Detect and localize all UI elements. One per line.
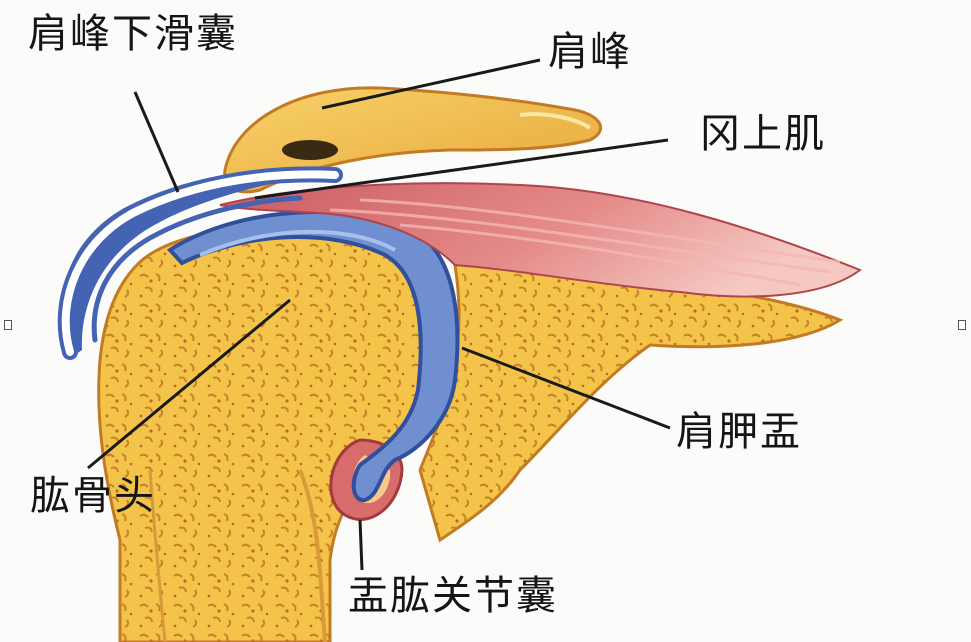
leader-acromion (321, 58, 541, 110)
left-resize-handle[interactable] (4, 320, 12, 330)
leader-subacromial-bursa (133, 91, 180, 193)
label-subacromial-bursa: 肩峰下滑囊 (28, 11, 238, 57)
label-acromion: 肩峰 (548, 29, 632, 75)
right-resize-handle[interactable] (958, 320, 966, 330)
label-supraspinatus: 冈上肌 (700, 111, 826, 157)
leader-supraspinatus (254, 138, 669, 200)
leader-lines (87, 58, 671, 571)
label-glenoid: 肩胛盂 (676, 409, 802, 455)
leader-glenoid (461, 346, 671, 430)
label-joint-capsule: 盂肱关节囊 (348, 573, 558, 619)
leader-joint-capsule (358, 519, 364, 571)
scapula (418, 262, 844, 543)
label-humeral-head: 肱骨头 (30, 473, 156, 519)
leader-humeral-head (87, 298, 291, 470)
